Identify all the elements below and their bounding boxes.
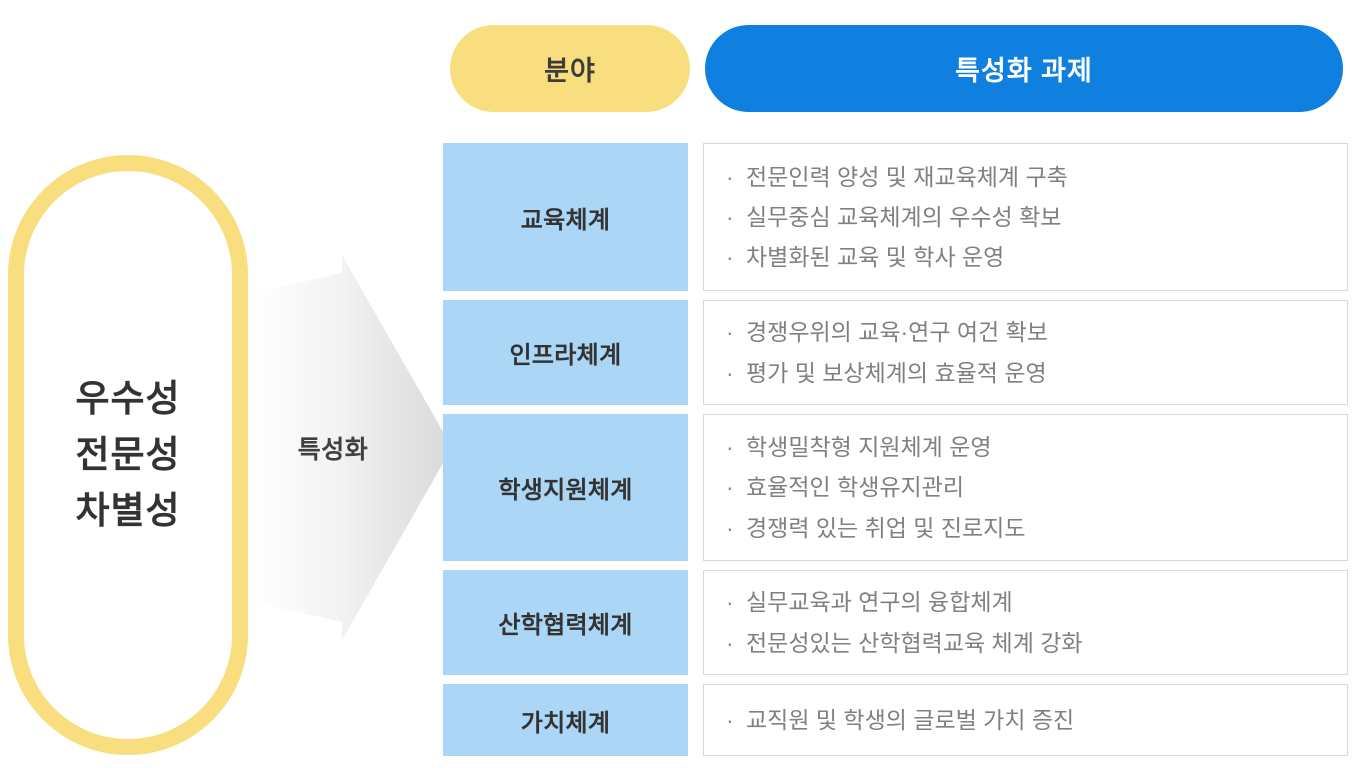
capsule-line-2: 전문성	[75, 433, 181, 475]
bullet-icon: ·	[726, 589, 734, 616]
core-values-capsule: 우수성 전문성 차별성	[8, 155, 248, 755]
task-item: · 전문인력 양성 및 재교육체계 구축	[726, 157, 1347, 197]
bullet-icon: ·	[726, 706, 734, 733]
task-text: 교직원 및 학생의 글로벌 가치 증진	[746, 706, 1075, 733]
capsule-line-1: 우수성	[75, 377, 181, 419]
matrix-row: 가치체계 · 교직원 및 학생의 글로벌 가치 증진	[443, 684, 1348, 756]
task-item: · 효율적인 학생유지관리	[726, 467, 1347, 507]
bullet-icon: ·	[726, 514, 734, 541]
header-task: 특성화 과제	[705, 25, 1343, 112]
task-text: 경쟁력 있는 취업 및 진로지도	[746, 514, 1026, 541]
bullet-icon: ·	[726, 434, 734, 461]
task-text: 전문인력 양성 및 재교육체계 구축	[746, 163, 1068, 190]
category-label: 학생지원체계	[498, 477, 633, 504]
capsule-line-3: 차별성	[75, 490, 181, 532]
task-item: · 실무중심 교육체계의 우수성 확보	[726, 197, 1347, 237]
bullet-icon: ·	[726, 629, 734, 656]
task-text: 실무교육과 연구의 융합체계	[746, 589, 1013, 616]
task-item: · 차별화된 교육 및 학사 운영	[726, 237, 1347, 277]
task-text: 효율적인 학생유지관리	[746, 474, 964, 501]
task-item: · 전문성있는 산학협력교육 체계 강화	[726, 623, 1347, 663]
matrix-row: 교육체계 · 전문인력 양성 및 재교육체계 구축 · 실무중심 교육체계의 우수성 확…	[443, 143, 1348, 291]
task-item: · 평가 및 보상체계의 효율적 운영	[726, 353, 1347, 393]
header-task-label: 특성화 과제	[955, 56, 1093, 86]
category-label: 산학협력체계	[498, 612, 633, 639]
task-text: 실무중심 교육체계의 우수성 확보	[746, 203, 1062, 230]
right-arrow-icon	[252, 255, 452, 640]
category-cell: 교육체계	[443, 143, 688, 291]
task-item: · 교직원 및 학생의 글로벌 가치 증진	[726, 700, 1347, 740]
bullet-icon: ·	[726, 163, 734, 190]
task-text: 평가 및 보상체계의 효율적 운영	[746, 359, 1047, 386]
category-cell: 학생지원체계	[443, 414, 688, 561]
category-cell: 가치체계	[443, 684, 688, 756]
task-item: · 학생밀착형 지원체계 운영	[726, 427, 1347, 467]
specialization-arrow: 특성화	[252, 255, 452, 640]
category-cell: 인프라체계	[443, 300, 688, 405]
category-label: 교육체계	[520, 206, 611, 234]
matrix-row: 산학협력체계 · 실무교육과 연구의 융합체계 · 전문성있는 산학협력교육 체계 강화	[443, 570, 1348, 675]
task-item: · 경쟁력 있는 취업 및 진로지도	[726, 508, 1347, 548]
matrix-row: 학생지원체계 · 학생밀착형 지원체계 운영 · 효율적인 학생유지관리 · 경쟁력 있는 …	[443, 414, 1348, 561]
task-panel: · 학생밀착형 지원체계 운영 · 효율적인 학생유지관리 · 경쟁력 있는 취업 및 진…	[703, 414, 1348, 561]
matrix-row: 인프라체계 · 경쟁우위의 교육·연구 여건 확보 · 평가 및 보상체계의 효율적 운…	[443, 300, 1348, 405]
task-panel: · 교직원 및 학생의 글로벌 가치 증진	[703, 684, 1348, 756]
task-panel: · 실무교육과 연구의 융합체계 · 전문성있는 산학협력교육 체계 강화	[703, 570, 1348, 675]
task-text: 차별화된 교육 및 학사 운영	[746, 244, 1005, 270]
category-label: 인프라체계	[509, 342, 622, 369]
bullet-icon: ·	[726, 359, 734, 386]
task-item: · 실무교육과 연구의 융합체계	[726, 582, 1347, 622]
header-field-label: 분야	[544, 56, 596, 86]
header-field: 분야	[450, 25, 690, 112]
bullet-icon: ·	[726, 319, 734, 346]
bullet-icon: ·	[726, 474, 734, 501]
category-cell: 산학협력체계	[443, 570, 688, 675]
task-panel: · 경쟁우위의 교육·연구 여건 확보 · 평가 및 보상체계의 효율적 운영	[703, 300, 1348, 405]
task-text: 전문성있는 산학협력교육 체계 강화	[746, 629, 1083, 656]
bullet-icon: ·	[726, 244, 734, 270]
task-item: · 경쟁우위의 교육·연구 여건 확보	[726, 312, 1347, 352]
specialization-matrix: 교육체계 · 전문인력 양성 및 재교육체계 구축 · 실무중심 교육체계의 우수성 확…	[443, 143, 1348, 756]
task-text: 경쟁우위의 교육·연구 여건 확보	[746, 319, 1048, 346]
task-panel: · 전문인력 양성 및 재교육체계 구축 · 실무중심 교육체계의 우수성 확보 · 차별…	[703, 143, 1348, 291]
bullet-icon: ·	[726, 203, 734, 230]
arrow-label: 특성화	[297, 435, 369, 464]
category-label: 가치체계	[520, 709, 611, 737]
task-text: 학생밀착형 지원체계 운영	[746, 434, 992, 461]
